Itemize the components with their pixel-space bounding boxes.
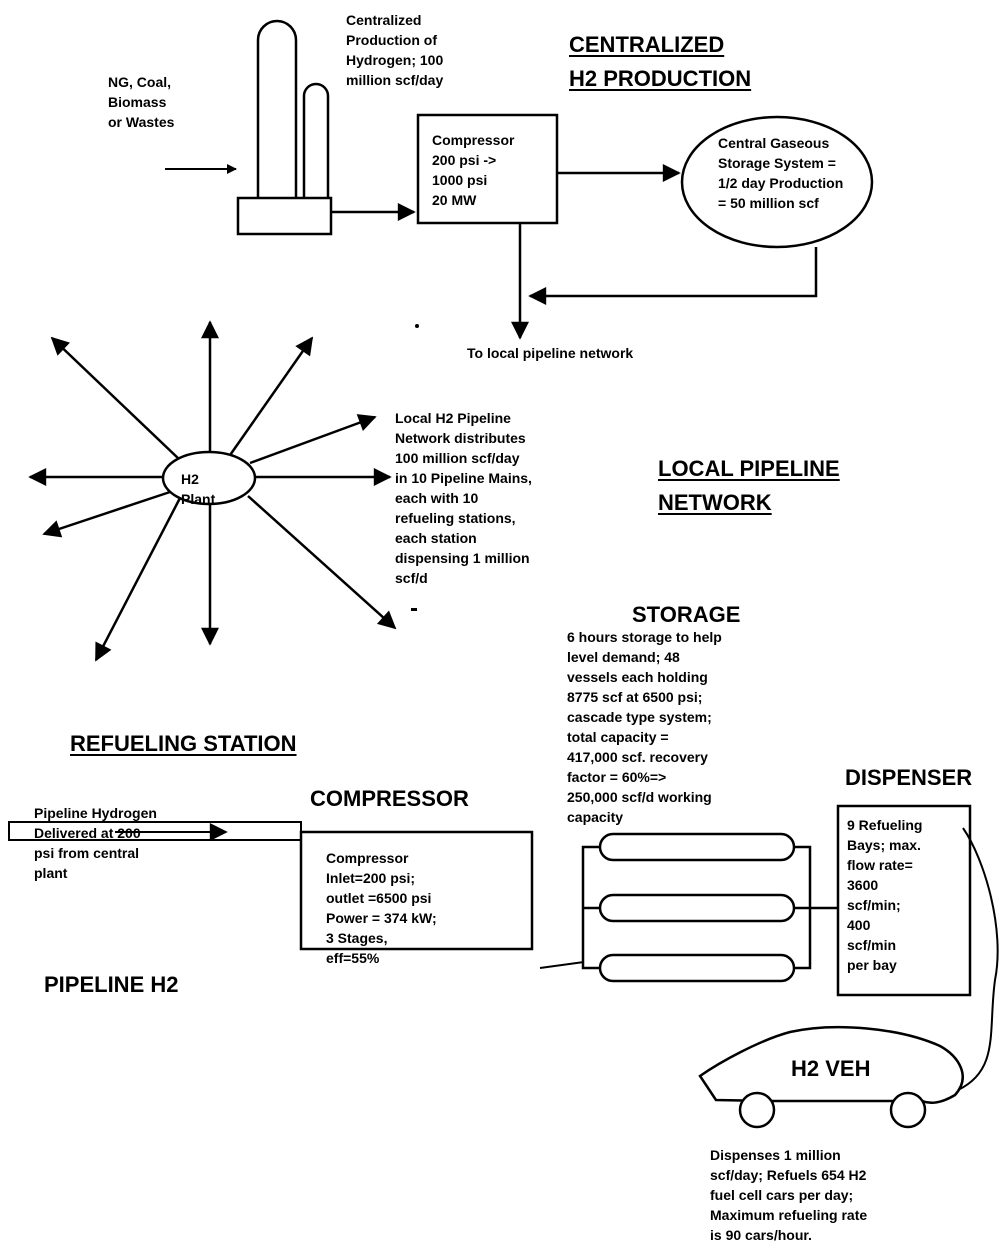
storage-vessels (581, 832, 838, 983)
production-plant-icon (236, 19, 333, 236)
station-compressor-outline (299, 830, 534, 951)
station-compressor-box (301, 835, 532, 836)
central-storage-label: Central Gaseous Storage System = 1/2 day… (718, 135, 844, 211)
storage-heading: STORAGE (632, 602, 741, 627)
central-storage-ellipse (680, 115, 874, 249)
pipeline-hydrogen-label: Pipeline Hydrogen Delivered at 200 psi f… (34, 805, 157, 881)
compressor-heading: COMPRESSOR (310, 786, 469, 811)
vehicle-caption: Dispenses 1 million scf/day; Refuels 654… (710, 1147, 868, 1243)
compressor-to-storage-line (539, 961, 585, 969)
central-compressor-box (416, 113, 559, 225)
vehicle-label: H2 VEH (791, 1056, 871, 1081)
h2-plant-node (161, 450, 257, 506)
storage-return-line (528, 247, 818, 305)
h2-plant-label: H2 Plant (181, 471, 216, 507)
storage-description: 6 hours storage to help level demand; 48… (567, 629, 722, 825)
stray-mark (411, 608, 417, 611)
production-label: Centralized Production of Hydrogen; 100 … (346, 12, 444, 88)
dispenser-box (836, 804, 972, 997)
stray-dot (415, 324, 419, 328)
to-network-label: To local pipeline network (467, 345, 634, 361)
vehicle-icon (698, 1025, 964, 1129)
central-compressor-label: Compressor 200 psi -> 1000 psi 20 MW (432, 132, 515, 208)
local-network-heading: LOCAL PIPELINE NETWORK (658, 456, 840, 515)
pipeline-network-description: Local H2 Pipeline Network distributes 10… (395, 410, 532, 586)
dispenser-heading: DISPENSER (845, 765, 973, 790)
dispenser-hose (957, 827, 999, 1091)
dispenser-label: 9 Refueling Bays; max. flow rate= 3600 s… (847, 817, 923, 973)
refueling-station-heading: REFUELING STATION (70, 731, 297, 756)
centralized-heading: CENTRALIZED H2 PRODUCTION (569, 32, 752, 91)
feedstock-label: NG, Coal, Biomass or Wastes (108, 74, 175, 130)
station-compressor-label: Compressor Inlet=200 psi; outlet =6500 p… (326, 850, 437, 966)
pipeline-network-star (28, 320, 397, 662)
pipeline-h2-heading: PIPELINE H2 (44, 972, 179, 997)
